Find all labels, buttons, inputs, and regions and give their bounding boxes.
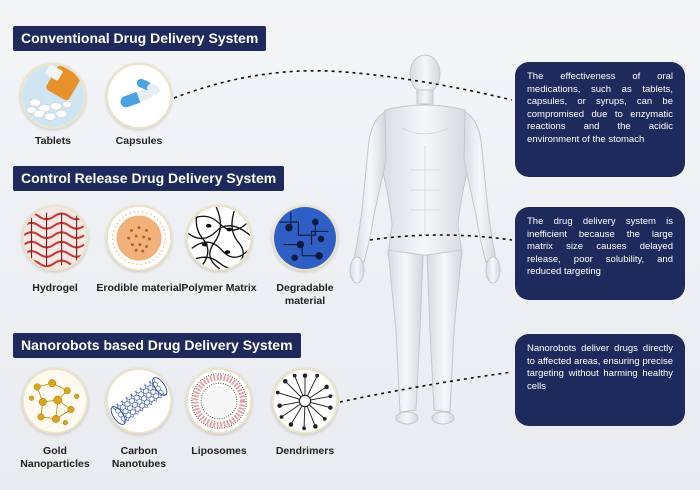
human-body-figure — [349, 54, 501, 425]
gold-nanoparticles-image — [22, 368, 88, 434]
hydrogel-image — [22, 205, 88, 271]
info-control-release: The drug delivery system is inefficient … — [515, 207, 685, 300]
tablets-image — [20, 63, 86, 129]
degradable-material-image — [272, 205, 338, 271]
info-conventional: The effectiveness of oral medications, s… — [515, 62, 685, 177]
hydrogel-label: Hydrogel — [32, 282, 78, 294]
carbon-nanotubes-image — [106, 368, 172, 434]
gold-nanoparticles-label: Gold Nanoparticles — [20, 445, 90, 470]
capsules-label: Capsules — [115, 135, 163, 147]
section-title-conventional: Conventional Drug Delivery System — [13, 26, 267, 51]
liposomes-image — [186, 368, 252, 434]
degradable-material-label: Degradable material — [276, 282, 334, 307]
erodible-material-label: Erodible material — [96, 282, 182, 294]
section-title-nanorobots: Nanorobots based Drug Delivery System — [13, 333, 301, 358]
erodible-material-image — [106, 205, 172, 271]
carbon-nanotubes-label: Carbon Nanotubes — [111, 445, 167, 470]
dendrimers-image — [272, 368, 338, 434]
capsules-image — [106, 63, 172, 129]
section-title-control-release: Control Release Drug Delivery System — [13, 166, 285, 191]
info-nanorobots: Nanorobots deliver drugs directly to aff… — [515, 334, 685, 426]
dendrimers-label: Dendrimers — [275, 445, 335, 457]
liposomes-label: Liposomes — [191, 445, 247, 457]
tablets-label: Tablets — [35, 135, 71, 147]
polymer-matrix-label: Polymer Matrix — [181, 282, 257, 294]
polymer-matrix-image — [186, 205, 252, 271]
